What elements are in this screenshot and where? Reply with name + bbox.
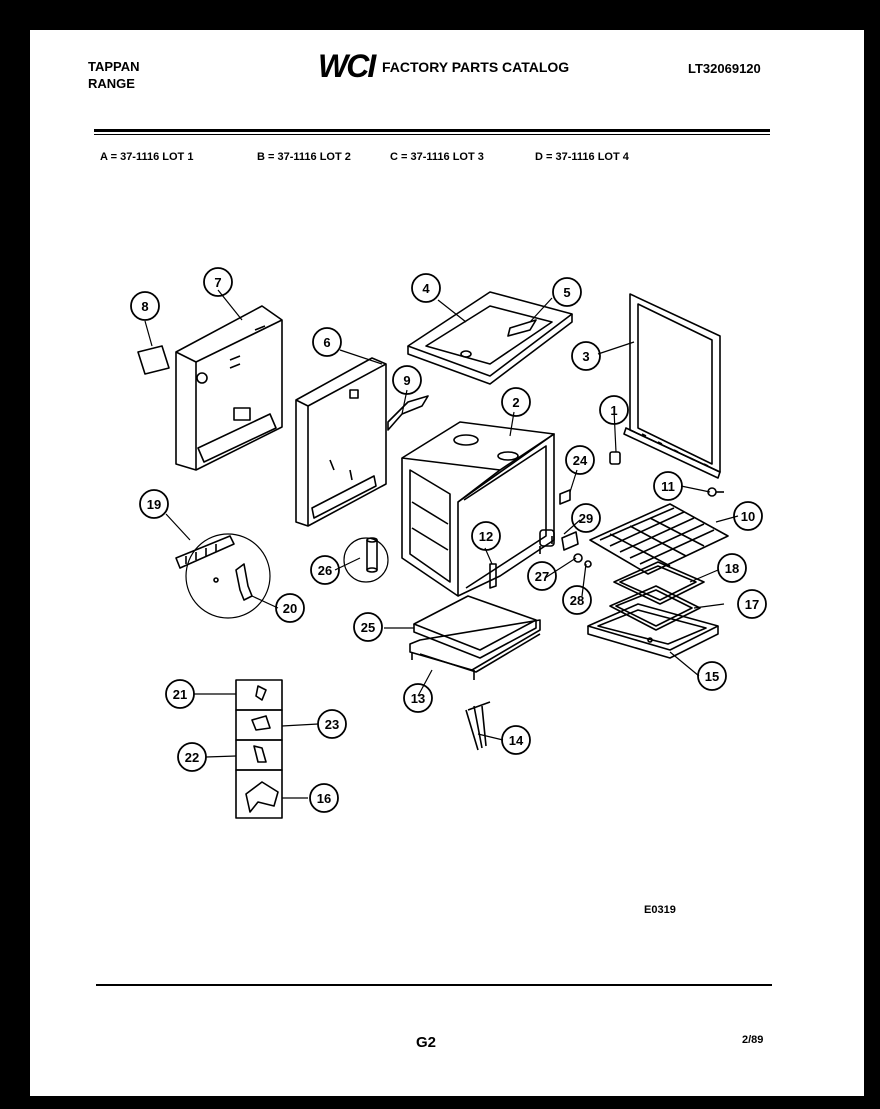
callout-21: 21 — [173, 687, 187, 702]
callout-4: 4 — [422, 281, 430, 296]
callout-17: 17 — [745, 597, 759, 612]
exploded-parts-diagram: 8 7 6 4 5 3 1 2 9 24 11 10 29 12 26 27 2… — [130, 267, 767, 819]
lot-a: A = 37-1116 LOT 1 — [100, 151, 194, 163]
callout-7: 7 — [214, 275, 221, 290]
part-11-screw — [707, 487, 724, 497]
callout-20: 20 — [283, 601, 297, 616]
lot-c: C = 37-1116 LOT 3 — [390, 151, 484, 163]
part-17-pan — [609, 585, 701, 631]
part-15-drawer-pan — [587, 603, 719, 659]
small-fittings — [539, 489, 592, 568]
part-2-oven-body — [401, 421, 555, 597]
footer-rule — [96, 984, 772, 986]
part-19-20-switch-assembly — [175, 533, 271, 619]
callout-23: 23 — [325, 717, 339, 732]
callout-13: 13 — [411, 691, 425, 706]
callout-6: 6 — [323, 335, 330, 350]
callout-10: 10 — [741, 509, 755, 524]
callout-26: 26 — [318, 563, 332, 578]
product-type: RANGE — [88, 76, 135, 91]
lot-b: B = 37-1116 LOT 2 — [257, 151, 351, 163]
callout-29: 29 — [579, 511, 593, 526]
part-26-cylinder — [343, 537, 389, 583]
callout-1: 1 — [610, 403, 617, 418]
callout-circles — [130, 267, 767, 813]
callout-2: 2 — [512, 395, 519, 410]
drawing-code: E0319 — [644, 904, 676, 916]
part-25-base — [413, 595, 537, 659]
lot-d: D = 37-1116 LOT 4 — [535, 151, 629, 163]
callout-5: 5 — [563, 285, 570, 300]
header-rule-thin — [94, 134, 770, 135]
callout-15: 15 — [705, 669, 719, 684]
part-13-bottom-frame — [409, 619, 541, 680]
callout-25: 25 — [361, 620, 375, 635]
leader-lines — [144, 289, 739, 799]
part-14-legs — [465, 701, 491, 751]
callout-24: 24 — [573, 453, 588, 468]
revision-date: 2/89 — [742, 1034, 764, 1046]
catalog-title: FACTORY PARTS CATALOG — [382, 59, 570, 75]
callout-3: 3 — [582, 349, 589, 364]
brand-name: TAPPAN — [88, 59, 140, 74]
callout-28: 28 — [570, 593, 584, 608]
callout-22: 22 — [185, 750, 199, 765]
part-4-cooktop — [407, 291, 573, 385]
callout-18: 18 — [725, 561, 739, 576]
callout-14: 14 — [509, 733, 524, 748]
catalog-sheet: TAPPAN RANGE WCI FACTORY PARTS CATALOG L… — [30, 30, 864, 1096]
part-1-knob — [609, 451, 621, 465]
callout-9: 9 — [403, 373, 410, 388]
part-10-rack — [589, 503, 729, 575]
part-7-rear-panel — [175, 305, 283, 471]
callout-11: 11 — [661, 479, 675, 494]
part-6-back-panel — [295, 357, 387, 527]
header-rule — [94, 129, 770, 132]
parts-21-23-22-16-stack — [235, 679, 283, 819]
part-3-door-frame — [623, 293, 721, 479]
callout-19: 19 — [147, 497, 161, 512]
model-number: LT32069120 — [688, 61, 761, 76]
callout-8: 8 — [141, 299, 148, 314]
part-12-clip — [489, 563, 497, 589]
wci-logo: WCI — [318, 48, 376, 84]
callout-12: 12 — [479, 529, 493, 544]
callout-16: 16 — [317, 791, 331, 806]
page-number: G2 — [416, 1034, 437, 1051]
callout-27: 27 — [535, 569, 549, 584]
part-8-panel — [137, 345, 170, 375]
part-9-bracket — [387, 395, 429, 431]
callout-numbers: 8 7 6 4 5 3 1 2 9 24 11 10 29 12 26 27 2… — [141, 275, 759, 806]
